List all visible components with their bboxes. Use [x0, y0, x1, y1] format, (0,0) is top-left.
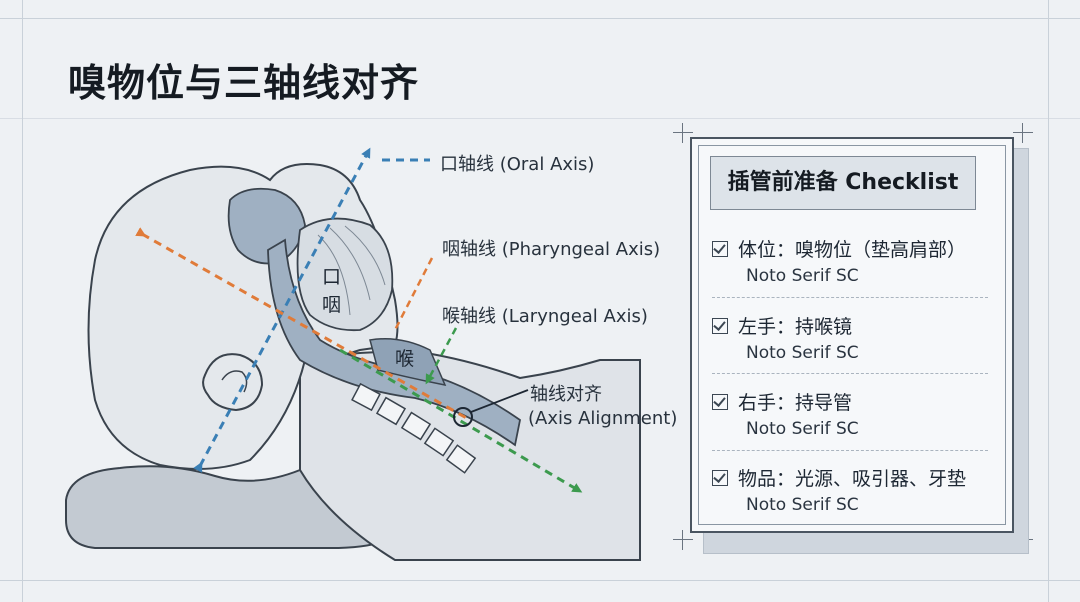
pharyngeal-axis-line: [135, 227, 471, 422]
checklist-item-sub: Noto Serif SC: [746, 266, 859, 286]
checkbox-icon: [712, 469, 728, 486]
oral-axis-line: [193, 147, 371, 473]
checklist-item: 右手：持导管 Noto Serif SC: [712, 388, 988, 439]
region-larynx: 喉: [395, 348, 415, 370]
checkbox-icon: [712, 393, 728, 410]
divider: [712, 297, 988, 298]
checklist-item-label: 物品：光源、吸引器、牙垫: [738, 468, 967, 490]
frame-line-bottom: [0, 580, 1080, 581]
checklist-item: 左手：持喉镜 Noto Serif SC: [712, 312, 988, 363]
laryngeal-axis-leader: [425, 327, 458, 385]
checklist-item-sub: Noto Serif SC: [746, 419, 859, 439]
region-oropharynx-2: 咽: [322, 294, 342, 316]
checklist-item-sub: Noto Serif SC: [746, 495, 859, 515]
frame-line-top: [0, 18, 1080, 19]
corner-mark: [1013, 123, 1033, 143]
checklist-title: 插管前准备 Checklist: [710, 156, 976, 210]
frame-line-right: [1048, 0, 1049, 602]
corner-mark: [673, 530, 693, 550]
oral-axis-label: 口轴线 (Oral Axis): [440, 154, 595, 175]
ear: [202, 353, 264, 412]
checkbox-icon: [712, 317, 728, 334]
alignment-circle: [453, 407, 473, 427]
divider: [712, 373, 988, 374]
checklist-item-label: 右手：持导管: [738, 392, 853, 414]
pharyngeal-axis-label: 咽轴线 (Pharyngeal Axis): [442, 239, 661, 260]
checklist-item-sub: Noto Serif SC: [746, 343, 859, 363]
laryngeal-axis-line: [339, 348, 583, 493]
laryngeal-axis-label: 喉轴线 (Laryngeal Axis): [442, 306, 648, 327]
region-oropharynx-1: 口: [322, 266, 342, 288]
alignment-label-zh: 轴线对齐: [530, 384, 602, 405]
frame-line-title-rule: [0, 118, 1080, 119]
checklist-item-label: 左手：持喉镜: [738, 316, 853, 338]
corner-mark: [673, 123, 693, 143]
divider: [712, 450, 988, 451]
alignment-label-en: (Axis Alignment): [528, 408, 678, 429]
checklist-item: 物品：光源、吸引器、牙垫 Noto Serif SC: [712, 464, 988, 515]
checklist-item-label: 体位：嗅物位（垫高肩部）: [738, 239, 967, 261]
frame-line-left: [22, 0, 23, 602]
checklist-card-border: [698, 145, 1006, 525]
checklist-item: 体位：嗅物位（垫高肩部） Noto Serif SC: [712, 235, 988, 286]
alignment-leader: [470, 389, 529, 413]
page-title: 嗅物位与三轴线对齐: [68, 61, 420, 105]
pharyngeal-axis-leader: [393, 257, 434, 331]
checkbox-icon: [712, 240, 728, 257]
tongue: [296, 217, 394, 332]
checklist-card: 插管前准备 Checklist 体位：嗅物位（垫高肩部） Noto Serif …: [690, 137, 1014, 533]
